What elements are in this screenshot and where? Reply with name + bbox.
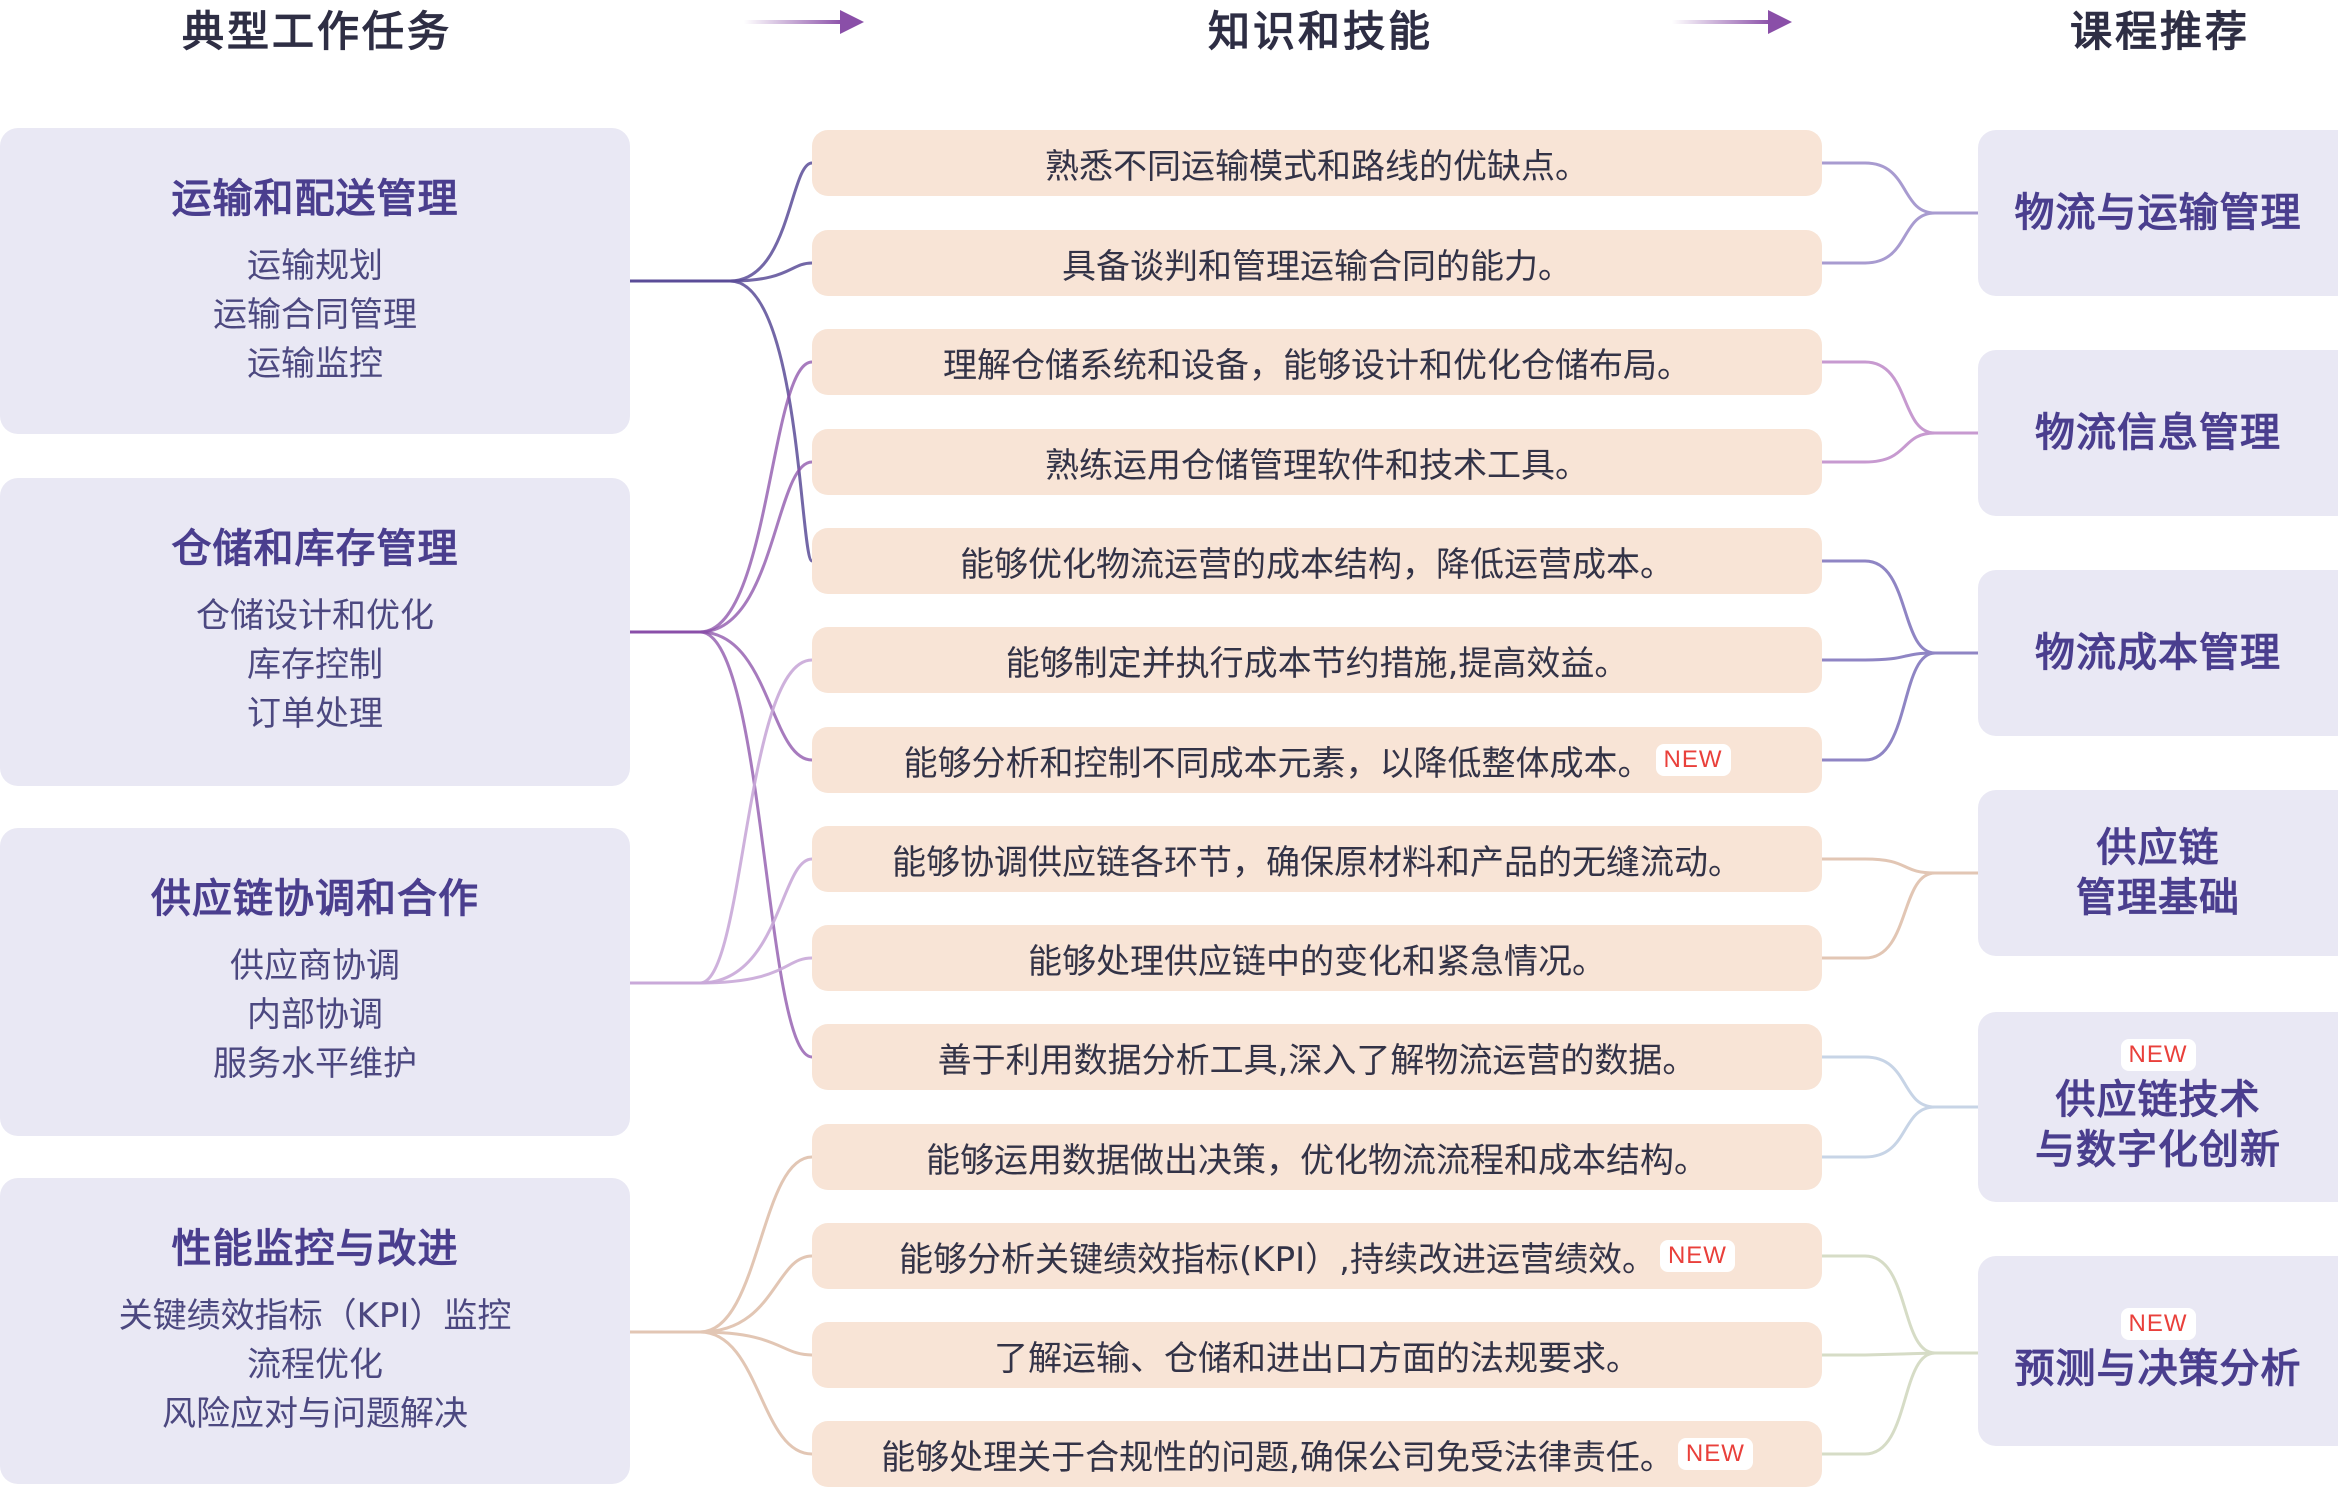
new-badge: NEW [2120, 1308, 2196, 1340]
course-card: 物流信息管理 [1978, 350, 2338, 516]
task-item: 订单处理 [247, 694, 383, 734]
skill-item: 熟练运用仓储管理软件和技术工具。 [812, 429, 1822, 495]
header-courses: 课程推荐 [2070, 7, 2251, 56]
skill-text: 了解运输、仓储和进出口方面的法规要求。 [994, 1338, 1640, 1379]
course-card: 物流成本管理 [1978, 570, 2338, 736]
skill-text: 能够优化物流运营的成本结构，降低运营成本。 [960, 544, 1674, 585]
skill-text: 能够协调供应链各环节，确保原材料和产品的无缝流动。 [892, 842, 1742, 883]
skill-text: 具备谈判和管理运输合同的能力。 [1062, 246, 1572, 287]
skill-item: 善于利用数据分析工具,深入了解物流运营的数据。 [812, 1024, 1822, 1090]
task-item: 内部协调 [247, 995, 383, 1035]
skill-item: 理解仓储系统和设备，能够设计和优化仓储布局。 [812, 329, 1822, 395]
course-name: 物流成本管理 [2035, 630, 2281, 676]
skill-text: 能够运用数据做出决策，优化物流流程和成本结构。 [926, 1140, 1708, 1181]
skill-text: 熟悉不同运输模式和路线的优缺点。 [1045, 146, 1589, 187]
arrow-right-icon [1672, 10, 1792, 34]
arrow-right-icon [744, 10, 864, 34]
task-item: 关键绩效指标（KPI）监控 [118, 1296, 512, 1336]
task-title: 运输和配送管理 [171, 176, 459, 222]
course-name: 预测与决策分析 [2014, 1346, 2302, 1392]
task-title: 性能监控与改进 [171, 1226, 459, 1272]
task-item: 仓储设计和优化 [196, 596, 434, 636]
skill-item: 能够分析关键绩效指标(KPI）,持续改进运营绩效。NEW [812, 1223, 1822, 1289]
course-name: 物流信息管理 [2035, 410, 2281, 456]
task-card: 性能监控与改进 关键绩效指标（KPI）监控 流程优化 风险应对与问题解决 [0, 1178, 630, 1484]
skill-item: 能够处理供应链中的变化和紧急情况。 [812, 925, 1822, 991]
skill-text: 能够制定并执行成本节约措施,提高效益。 [1005, 643, 1629, 684]
header-tasks: 典型工作任务 [182, 7, 453, 56]
course-name: 物流与运输管理 [2014, 190, 2302, 236]
skill-item: 能够运用数据做出决策，优化物流流程和成本结构。 [812, 1124, 1822, 1190]
task-item: 运输监控 [247, 344, 383, 384]
task-item: 风险应对与问题解决 [162, 1394, 468, 1434]
course-card: NEW 预测与决策分析 [1978, 1256, 2338, 1446]
skill-text: 熟练运用仓储管理软件和技术工具。 [1045, 445, 1589, 486]
skill-item: 具备谈判和管理运输合同的能力。 [812, 230, 1822, 296]
task-item: 供应商协调 [230, 946, 400, 986]
new-badge: NEW [1677, 1438, 1753, 1470]
course-card: NEW 供应链技术 与数字化创新 [1978, 1012, 2338, 1202]
new-badge: NEW [2120, 1039, 2196, 1071]
header-skills: 知识和技能 [1208, 7, 1434, 56]
skill-item: 能够优化物流运营的成本结构，降低运营成本。 [812, 528, 1822, 594]
new-badge: NEW [1659, 1240, 1735, 1272]
task-item: 运输合同管理 [213, 295, 417, 335]
task-item: 服务水平维护 [213, 1044, 417, 1084]
task-card: 供应链协调和合作 供应商协调 内部协调 服务水平维护 [0, 828, 630, 1136]
task-item: 库存控制 [247, 645, 383, 685]
skill-text: 能够处理供应链中的变化和紧急情况。 [1028, 941, 1606, 982]
course-name: 供应链 管理基础 [2076, 825, 2240, 921]
course-card: 物流与运输管理 [1978, 130, 2338, 296]
skill-item: 能够分析和控制不同成本元素，以降低整体成本。NEW [812, 727, 1822, 793]
skill-item: 了解运输、仓储和进出口方面的法规要求。 [812, 1322, 1822, 1388]
skill-item: 能够制定并执行成本节约措施,提高效益。 [812, 627, 1822, 693]
course-card: 供应链 管理基础 [1978, 790, 2338, 956]
task-title: 供应链协调和合作 [151, 876, 479, 922]
skill-text: 能够分析和控制不同成本元素，以降低整体成本。 [903, 743, 1652, 784]
skill-item: 能够处理关于合规性的问题,确保公司免受法律责任。NEW [812, 1421, 1822, 1487]
skill-item: 熟悉不同运输模式和路线的优缺点。 [812, 130, 1822, 196]
task-title: 仓储和库存管理 [171, 526, 459, 572]
task-item: 运输规划 [247, 246, 383, 286]
skill-text: 理解仓储系统和设备，能够设计和优化仓储布局。 [943, 345, 1691, 386]
skill-item: 能够协调供应链各环节，确保原材料和产品的无缝流动。 [812, 826, 1822, 892]
skill-text: 能够处理关于合规性的问题,确保公司免受法律责任。 [881, 1437, 1674, 1478]
course-name: 供应链技术 与数字化创新 [2035, 1077, 2281, 1173]
task-card: 运输和配送管理 运输规划 运输合同管理 运输监控 [0, 128, 630, 434]
skill-text: 能够分析关键绩效指标(KPI）,持续改进运营绩效。 [899, 1239, 1656, 1280]
skill-text: 善于利用数据分析工具,深入了解物流运营的数据。 [937, 1040, 1697, 1081]
new-badge: NEW [1655, 744, 1731, 776]
task-card: 仓储和库存管理 仓储设计和优化 库存控制 订单处理 [0, 478, 630, 786]
task-item: 流程优化 [247, 1345, 383, 1385]
